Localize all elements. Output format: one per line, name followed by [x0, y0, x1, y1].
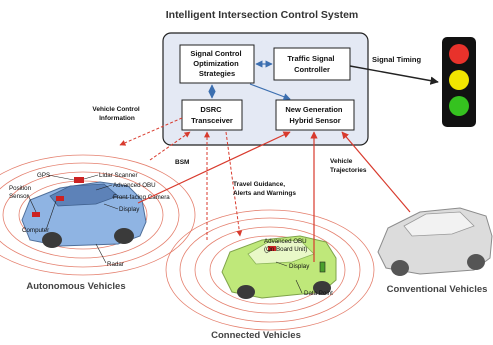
svg-text:DSRC Transceiver: DSRC Transceiver — [191, 105, 233, 125]
vehicle-control-label-1: Vehicle Control — [92, 106, 140, 113]
autonomous-pointer-lines — [27, 174, 129, 264]
optimization-line-1: Signal Control — [190, 49, 241, 58]
yellow-light-icon — [449, 70, 469, 90]
travel-guidance-label-2: Alerts and Warnings — [233, 190, 296, 197]
signal-timing-arrow — [349, 65, 439, 85]
diagram-title: Intelligent Intersection Control System — [166, 9, 359, 21]
vehicle-control-label-2: Information — [99, 115, 135, 122]
connected-labels: Advanced OBU (On Board Unit) Display Dat… — [264, 238, 333, 297]
connected-signal-rings — [165, 209, 375, 331]
traffic-light — [442, 37, 476, 127]
autonomous-car-icon — [21, 177, 147, 248]
vehicle-control-arrow — [119, 117, 183, 146]
svg-text:Traffic Signal Controlle: Traffic Signal Controller — [287, 54, 336, 74]
trajectories-label-1: Vehicle — [330, 158, 353, 165]
display-label: Display — [119, 206, 140, 213]
hybrid-line-2: Hybrid Sensor — [289, 116, 340, 125]
connected-caption: Connected Vehicles — [211, 330, 301, 341]
controller-line-2: Controller — [294, 65, 330, 74]
position-sensor-label-2: Sensor — [9, 193, 29, 200]
position-sensor-label-1: Position — [9, 185, 32, 192]
autonomous-labels: GPS Lidar Scanner Advanced OBU Front-fac… — [9, 172, 170, 268]
svg-text:Travel Guidance, Alerts an: Travel Guidance, Alerts and Warnings — [233, 181, 296, 197]
computer-label: Computer — [22, 227, 49, 234]
gps-label: GPS — [37, 172, 50, 179]
optimization-hybrid-arrow — [249, 83, 291, 101]
data-point-label: Data Point — [304, 290, 333, 297]
dsrc-line-1: DSRC — [200, 105, 222, 114]
connected-obu-label-1: Advanced OBU — [264, 238, 307, 245]
connected-car-icon — [221, 235, 337, 299]
trajectories-label-2: Trajectories — [330, 167, 367, 174]
svg-text:Vehicle Control Informatio: Vehicle Control Information — [92, 106, 141, 122]
autonomous-caption: Autonomous Vehicles — [26, 281, 125, 292]
hybrid-sensor-box[interactable]: New Generation Hybrid Sensor — [275, 99, 355, 131]
bsm-arrow — [149, 131, 191, 161]
dsrc-line-2: Transceiver — [191, 116, 233, 125]
conventional-to-sensor-arrow — [341, 131, 411, 213]
optimization-line-2: Optimization — [193, 59, 239, 68]
dsrc-box[interactable]: DSRC Transceiver — [181, 99, 243, 131]
green-light-icon — [449, 96, 469, 116]
obu-label: Advanced OBU — [113, 182, 156, 189]
svg-text:New Generation Hybrid Se: New Generation Hybrid Sensor — [285, 105, 344, 125]
radar-label: Radar — [107, 261, 124, 268]
autonomous-to-sensor-arrow — [137, 131, 291, 204]
svg-text:Signal Control Optimizat: Signal Control Optimization Strategies — [190, 49, 243, 78]
optimization-line-3: Strategies — [199, 69, 235, 78]
travel-guidance-label-1: Travel Guidance, — [233, 181, 285, 188]
connected-obu-label-2: (On Board Unit) — [264, 246, 307, 253]
red-light-icon — [449, 44, 469, 64]
connected-pointer-lines — [265, 249, 326, 294]
signal-timing-label: Signal Timing — [372, 55, 421, 64]
svg-text:Vehicle Trajectories: Vehicle Trajectories — [330, 158, 367, 174]
optimization-box[interactable]: Signal Control Optimization Strategies — [179, 44, 255, 84]
bsm-label: BSM — [175, 159, 189, 166]
controller-box[interactable]: Traffic Signal Controller — [273, 47, 351, 81]
lidar-label: Lidar Scanner — [99, 172, 138, 179]
conventional-car-icon — [377, 207, 493, 276]
conventional-caption: Conventional Vehicles — [387, 284, 488, 295]
controller-line-1: Traffic Signal — [287, 54, 334, 63]
camera-label: Front-facing Camera — [113, 194, 170, 201]
hybrid-line-1: New Generation — [285, 105, 343, 114]
connected-display-label: Display — [289, 263, 310, 270]
dsrc-to-connected-arrow — [225, 131, 243, 237]
